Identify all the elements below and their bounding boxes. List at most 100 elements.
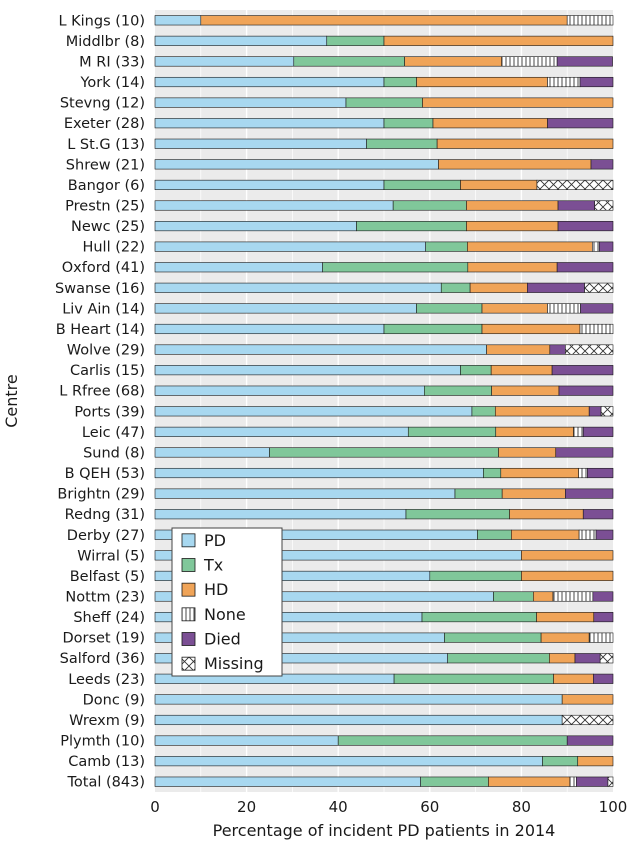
x-tick-label: 40 [329, 798, 348, 816]
bar-segment-tx [326, 35, 385, 46]
bar-segment-none [547, 76, 581, 88]
legend-label-hd: HD [204, 580, 228, 599]
bar-segment-missing [536, 179, 614, 190]
bar-segment-tx [383, 179, 461, 190]
bar-segment-pd [154, 323, 385, 335]
bar-segment-hd [500, 467, 579, 479]
bar-segment-tx [429, 570, 522, 581]
x-tick-label: 0 [150, 798, 160, 816]
bar-segment-none [501, 56, 558, 67]
bar-segment-pd [154, 15, 202, 26]
bar-segment-tx [322, 262, 469, 273]
legend-swatch-pd [181, 533, 196, 548]
bar-segment-none [552, 591, 594, 602]
bar-segment-tx [483, 467, 502, 479]
legend-label-died: Died [204, 630, 241, 649]
bar-segment-pd [154, 221, 357, 232]
bar-segment-hd [490, 365, 553, 376]
bar-segment-pd [154, 200, 394, 211]
category-label: Wrexm (9) [69, 713, 145, 729]
bar-segment-tx [424, 385, 492, 396]
bar-segment-missing [600, 406, 614, 417]
bar-segment-pd [154, 138, 367, 149]
bar-segment-died [557, 221, 614, 232]
bar-segment-died [590, 159, 614, 170]
bar-segment-pd [154, 447, 270, 458]
bar-segment-hd [432, 118, 548, 129]
bar-segment-died [593, 612, 614, 623]
bar-segment-pd [154, 97, 347, 108]
category-label: Prestn (25) [65, 199, 145, 215]
category-label: Nottm (23) [65, 590, 145, 606]
bar-segment-pd [154, 488, 456, 499]
category-label: Hull (22) [82, 240, 145, 256]
bar-segment-died [582, 509, 614, 520]
x-tick-label: 20 [237, 798, 256, 816]
legend-box [171, 527, 283, 677]
bar-segment-pd [154, 385, 425, 396]
bar-segment-hd [511, 529, 580, 540]
bar-segment-pd [154, 756, 543, 767]
bar-segment-pd [154, 282, 442, 293]
category-label: Shrew (21) [66, 157, 145, 173]
bar-segment-died [595, 529, 614, 540]
category-label: Exeter (28) [64, 116, 145, 132]
legend-swatch-tx [181, 558, 196, 572]
x-tick-label: 100 [599, 798, 628, 816]
bar-segment-missing [561, 714, 614, 726]
bar-segment-hd [436, 138, 614, 149]
bar-segment-tx [392, 200, 467, 211]
category-label: Redng (31) [65, 507, 145, 523]
bar-segment-pd [154, 159, 439, 170]
bar-segment-hd [383, 35, 614, 46]
bar-segment-hd [200, 15, 568, 26]
bar-segment-none [578, 529, 597, 540]
bar-segment-hd [498, 447, 557, 458]
bar-segment-pd [154, 735, 339, 746]
category-label: Middlbr (8) [66, 34, 145, 50]
bar-segment-none [547, 303, 581, 314]
bar-segment-pd [154, 56, 295, 67]
legend-swatch-none [181, 607, 196, 622]
bar-segment-died [598, 241, 614, 252]
bar-segment-tx [337, 735, 568, 746]
bar-segment-tx [345, 97, 423, 108]
category-label: Belfast (5) [70, 569, 145, 585]
category-label: Oxford (41) [62, 260, 145, 276]
bar-segment-hd [521, 570, 614, 581]
bar-segment-none [578, 467, 588, 479]
bar-segment-died [558, 385, 614, 396]
bar-segment-died [576, 776, 609, 787]
bar-segment-hd [438, 159, 592, 170]
category-label: Ports (39) [74, 404, 145, 420]
bar-segment-pd [154, 241, 426, 252]
bar-segment-pd [154, 776, 421, 787]
x-tick-label: 80 [512, 798, 531, 816]
bar-segment-hd [488, 776, 571, 787]
category-label: Carlis (15) [70, 363, 145, 379]
x-axis-label: Percentage of incident PD patients in 20… [213, 821, 556, 840]
category-label: B Heart (14) [56, 322, 145, 338]
category-label: Wirral (5) [77, 548, 145, 564]
legend-label-missing: Missing [204, 654, 264, 673]
bar-segment-died [587, 467, 614, 479]
bar-segment-hd [469, 282, 528, 293]
bar-segment-none [573, 426, 584, 437]
bar-segment-died [527, 282, 585, 293]
bar-segment-missing [599, 653, 614, 664]
bar-segment-hd [466, 200, 559, 211]
category-label: Leic (47) [82, 425, 145, 441]
category-label: Bangor (6) [68, 178, 145, 194]
bar-segment-tx [542, 756, 579, 767]
bar-segment-pd [154, 118, 385, 129]
legend-swatch-missing [181, 656, 196, 671]
bar-segment-tx [493, 591, 534, 602]
category-label: York (14) [79, 75, 145, 91]
bar-segment-hd [561, 694, 614, 705]
category-label: Salford (36) [60, 651, 145, 667]
bar-segment-pd [154, 35, 328, 46]
bar-segment-hd [577, 756, 614, 767]
category-label: Sheff (24) [73, 610, 145, 626]
